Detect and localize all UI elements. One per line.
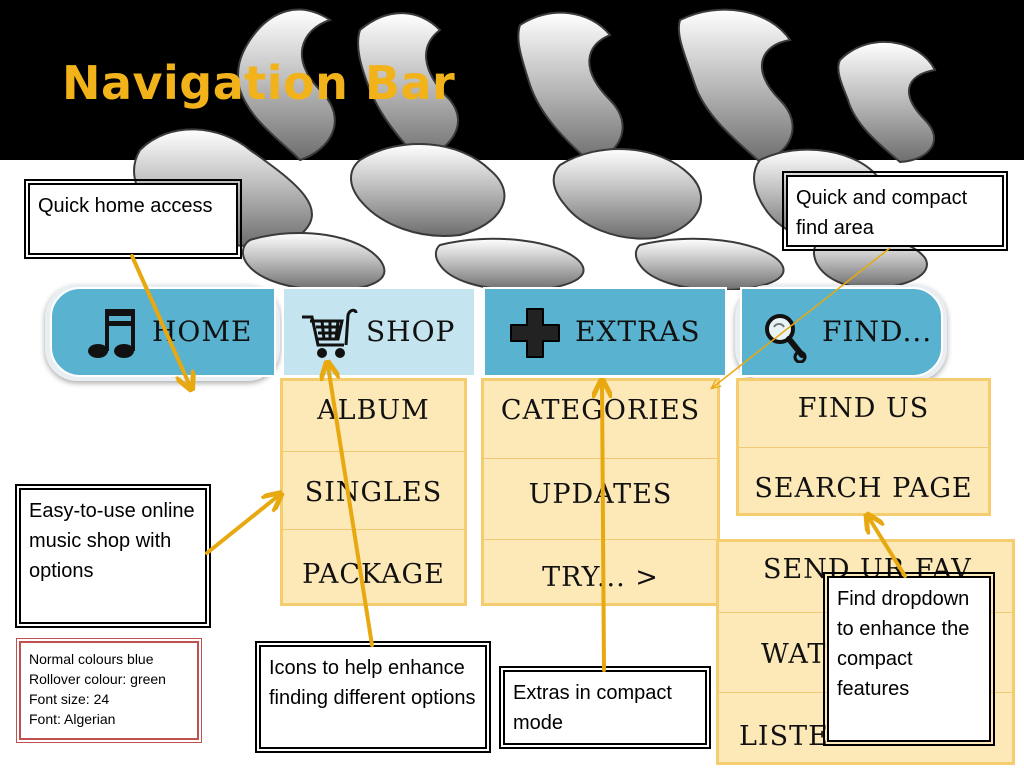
style-notes: Normal colours blue Rollover colour: gre… xyxy=(16,638,202,743)
note-line: Rollover colour: green xyxy=(29,671,166,687)
dropdown-item-try[interactable]: Try... > xyxy=(484,539,717,593)
note-line: Normal colours blue xyxy=(29,651,154,667)
callout-home: Quick home access xyxy=(24,179,242,259)
nav-label-extras: Extras xyxy=(575,315,701,348)
nav-item-find[interactable]: Find... xyxy=(740,287,943,377)
dropdown-item-categories[interactable]: Categories xyxy=(500,395,701,426)
dropdown-item-find-us[interactable]: Find us xyxy=(797,393,930,424)
dropdown-item-updates[interactable]: Updates xyxy=(484,458,717,510)
nav-label-home: Home xyxy=(152,315,253,348)
plus-icon xyxy=(510,308,560,358)
find-dropdown: Find us Search Page xyxy=(736,378,991,516)
note-line: Font: Algerian xyxy=(29,711,116,727)
nav-item-home[interactable]: Home xyxy=(50,287,276,377)
nav-item-shop[interactable]: Shop xyxy=(282,287,476,377)
shop-dropdown: Album Singles Package xyxy=(280,378,467,606)
dropdown-item-singles[interactable]: Singles xyxy=(283,451,464,508)
callout-shop: Easy-to-use online music shop with optio… xyxy=(15,484,211,628)
nav-label-shop: Shop xyxy=(366,315,456,348)
callout-find-area: Quick and compact find area xyxy=(782,171,1008,251)
dropdown-item-package[interactable]: Package xyxy=(283,529,464,590)
nav-label-find: Find... xyxy=(822,315,933,348)
music-notes-icon xyxy=(88,309,135,358)
shopping-cart-icon xyxy=(302,308,358,358)
callout-find-dropdown: Find dropdown to enhance the compact fea… xyxy=(823,572,995,746)
note-line: Font size: 24 xyxy=(29,691,110,707)
dropdown-item-album[interactable]: Album xyxy=(317,395,430,426)
extras-dropdown: Categories Updates Try... > xyxy=(481,378,720,606)
arrow-shop xyxy=(205,496,278,555)
dropdown-item-search-page[interactable]: Search Page xyxy=(739,447,988,504)
callout-icons: Icons to help enhance finding different … xyxy=(255,641,491,753)
slide-title: Navigation Bar xyxy=(62,56,456,110)
magnifier-icon xyxy=(765,314,807,363)
callout-extras: Extras in compact mode xyxy=(499,666,711,749)
nav-item-extras[interactable]: Extras xyxy=(483,287,727,377)
